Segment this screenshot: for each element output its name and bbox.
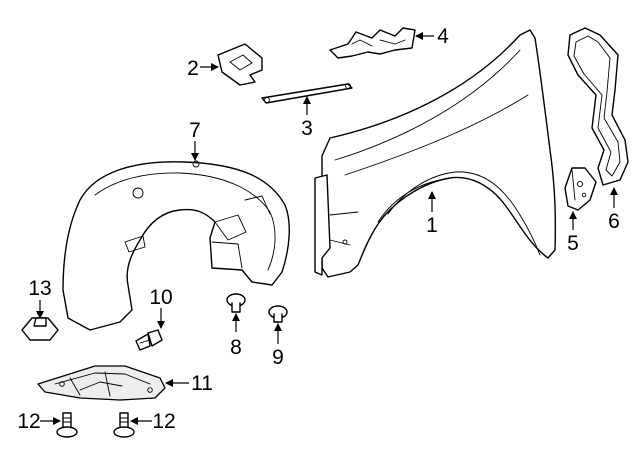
bracket-small-part[interactable] [564, 167, 597, 211]
callout-5: 5 [567, 232, 579, 255]
leader-lines [36, 32, 618, 425]
callout-10: 10 [149, 286, 172, 309]
bracket-upper-part[interactable] [329, 27, 416, 59]
fastener-b-part[interactable] [113, 412, 135, 438]
callout-7: 7 [189, 119, 201, 142]
retainer-b-part[interactable] [268, 305, 288, 323]
fender-part[interactable] [314, 29, 557, 278]
splash-shield-part[interactable] [37, 365, 166, 401]
callout-1: 1 [426, 214, 438, 237]
callout-8: 8 [230, 336, 242, 359]
callout-3: 3 [301, 117, 313, 140]
callout-12a: 12 [17, 410, 40, 433]
callout-4: 4 [437, 25, 449, 48]
callout-labels: 1 2 3 4 5 6 7 8 9 10 11 12 12 13 [17, 25, 620, 433]
callout-2: 2 [187, 57, 199, 80]
brace-part[interactable] [261, 83, 353, 104]
fastener-part[interactable] [56, 412, 78, 438]
callout-11: 11 [191, 372, 213, 395]
bolt-part[interactable] [135, 329, 163, 351]
bracket-part[interactable] [217, 43, 263, 86]
wheelhouse-liner-part[interactable] [62, 160, 290, 331]
callout-13: 13 [28, 277, 51, 300]
callout-12b: 12 [152, 410, 175, 433]
seal-part[interactable] [567, 27, 629, 186]
callout-6: 6 [608, 210, 620, 233]
retainer-part[interactable] [226, 293, 246, 313]
nut-part[interactable] [21, 317, 59, 341]
callout-9: 9 [272, 346, 284, 369]
